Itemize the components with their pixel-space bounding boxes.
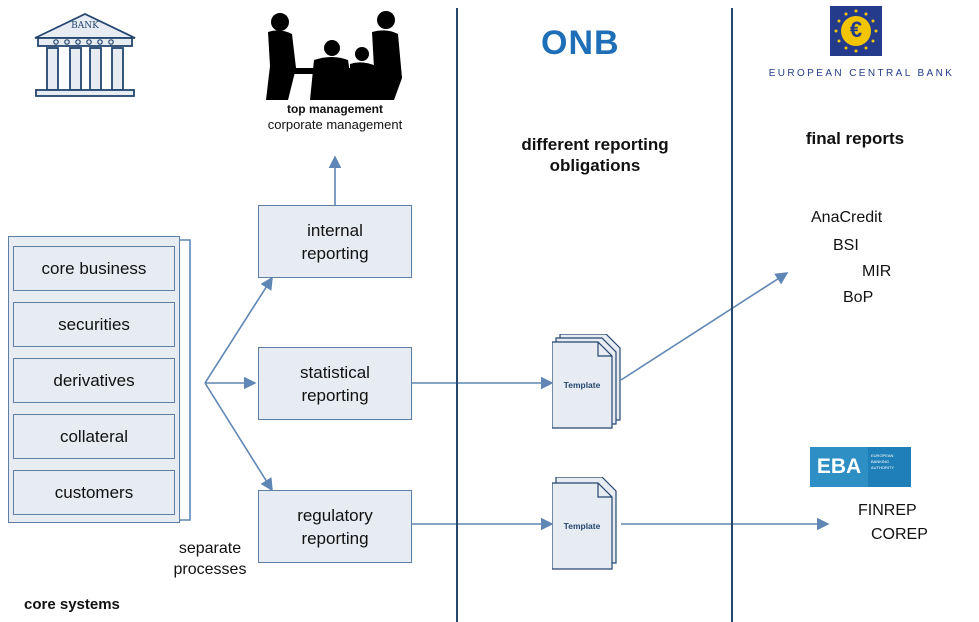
middle-heading: different reporting obligations: [521, 135, 669, 175]
management-subtitle: corporate management: [267, 117, 403, 132]
template-label-statistical: Template: [563, 380, 601, 390]
template-document-icon-regulatory: Template: [552, 477, 624, 572]
right-heading: final reports: [805, 129, 905, 148]
ecb-euro-symbol: €: [849, 17, 863, 42]
regulatory-reporting-box: regulatory reporting: [258, 490, 412, 563]
report-bop: BoP: [843, 289, 874, 306]
bank-icon-label: BANK: [71, 21, 99, 31]
management-title: top management: [286, 102, 383, 116]
core-systems-title: core systems: [24, 596, 120, 613]
internal-reporting-box: internal reporting: [258, 205, 412, 278]
people-silhouette-icon: [262, 8, 407, 100]
arrow-to-regulatory: [204, 382, 273, 492]
ecb-logo-icon: €: [830, 6, 882, 56]
ecb-name: EUROPEAN CENTRAL BANK: [768, 68, 955, 79]
onb-logo: ONB: [541, 24, 620, 62]
core-item-customers: customers: [13, 470, 175, 515]
divider-left: [456, 8, 458, 622]
report-mir: MIR: [862, 263, 892, 280]
core-bracket: [175, 239, 191, 521]
template-label-regulatory: Template: [563, 521, 601, 531]
core-item-derivatives: derivatives: [13, 358, 175, 403]
core-item-core-business: core business: [13, 246, 175, 291]
eba-logo-icon: EBA EUROPEAN BANKING AUTHORITY: [810, 447, 911, 487]
statistical-reporting-box: statistical reporting: [258, 347, 412, 420]
separate-processes-label: separate processes: [173, 540, 247, 578]
divider-right: [731, 8, 733, 622]
bank-icon: BANK: [30, 10, 140, 100]
eba-logo-long: EUROPEAN BANKING AUTHORITY: [871, 453, 895, 470]
arrow-template-ecb: [620, 272, 789, 381]
arrow-to-internal: [204, 276, 273, 384]
report-finrep: FINREP: [858, 502, 917, 519]
core-item-collateral: collateral: [13, 414, 175, 459]
eba-logo-short: EBA: [810, 447, 868, 487]
report-corep: COREP: [871, 526, 928, 543]
report-anacredit: AnaCredit: [811, 209, 883, 226]
core-item-securities: securities: [13, 302, 175, 347]
template-document-icon-statistical: Template: [552, 334, 624, 429]
report-bsi: BSI: [833, 237, 859, 254]
